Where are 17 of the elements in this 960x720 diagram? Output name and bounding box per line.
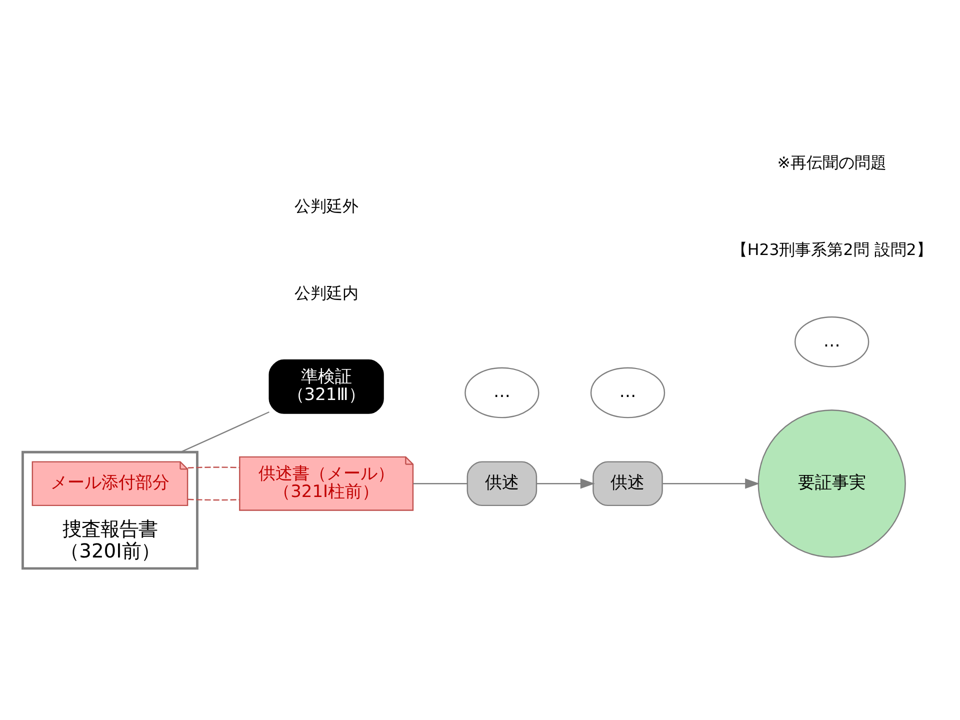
connector (188, 498, 240, 501)
connector (188, 466, 240, 468)
label: 公判廷外 (294, 196, 358, 216)
node-ellipse: … (464, 367, 540, 418)
node-circle: 要証事実 (758, 410, 906, 558)
connector (413, 483, 468, 484)
node-ellipse: … (590, 367, 666, 418)
node-box: 準検証 （321Ⅲ） (268, 359, 384, 414)
arrow (662, 478, 760, 489)
node-box: 供述 (466, 461, 538, 506)
connector (180, 411, 270, 453)
label: 【H23刑事系第2問 設問2】 (731, 240, 932, 260)
label: ※再伝聞の問題 (777, 152, 886, 172)
arrow (536, 478, 595, 489)
label: 公判廷内 (294, 284, 358, 303)
node-ellipse: … (794, 316, 870, 368)
node-box: 供述 (592, 461, 663, 506)
